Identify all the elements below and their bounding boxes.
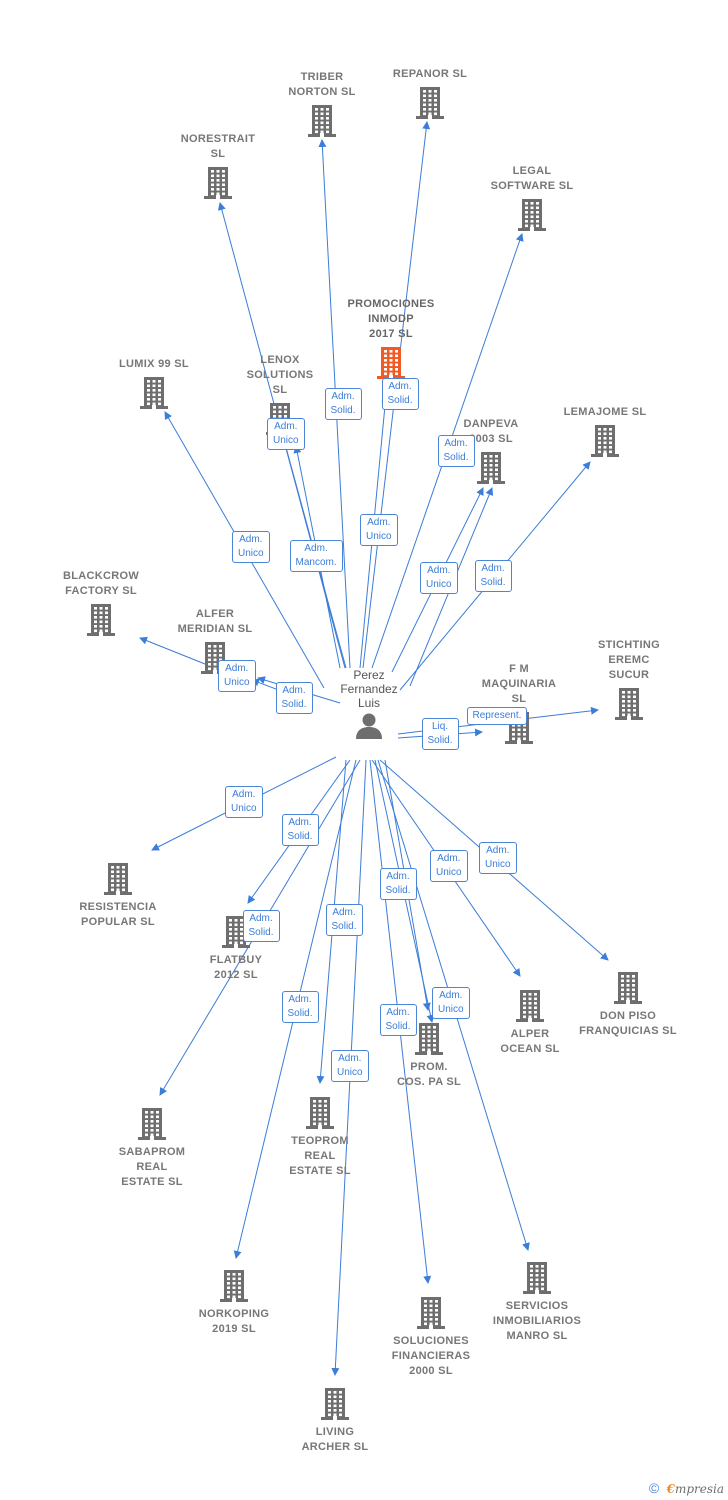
brand-logo: €mpresia [666, 1482, 724, 1496]
person-node[interactable]: Perez Fernandez Luis [324, 668, 414, 745]
building-icon [615, 686, 643, 725]
company-node-legal[interactable]: LEGAL SOFTWARE SL [477, 164, 587, 236]
role-label[interactable]: Adm. Solid. [381, 378, 419, 410]
company-label: TRIBER NORTON SL [288, 71, 356, 98]
company-node-servicios[interactable]: SERVICIOS INMOBILIARIOS MANRO SL [482, 1258, 592, 1344]
building-icon [591, 423, 619, 462]
building-icon [417, 1295, 445, 1334]
company-label: NORKOPING 2019 SL [198, 1308, 270, 1335]
building-icon [523, 1260, 551, 1299]
role-label[interactable]: Adm. Mancom. [289, 540, 343, 572]
company-label: RESISTENCIA POPULAR SL [79, 901, 157, 928]
company-label: LEMAJOME SL [563, 406, 647, 418]
building-icon [138, 1106, 166, 1145]
role-label[interactable]: Adm. Solid. [281, 991, 319, 1023]
company-node-fm[interactable]: F M MAQUINARIA SL [464, 662, 574, 749]
role-label[interactable]: Adm. Unico [331, 1050, 369, 1082]
role-label[interactable]: Adm. Unico [420, 562, 458, 594]
role-label[interactable]: Adm. Solid. [325, 904, 363, 936]
building-icon [516, 988, 544, 1027]
building-icon [416, 85, 444, 124]
building-icon [415, 1021, 443, 1060]
role-label[interactable]: Represent. [466, 707, 528, 725]
footer-brand[interactable]: © €mpresia [649, 1480, 724, 1496]
company-label: SERVICIOS INMOBILIARIOS MANRO SL [492, 1300, 582, 1342]
company-label: LIVING ARCHER SL [301, 1426, 369, 1453]
company-label: LENOX SOLUTIONS SL [246, 354, 314, 396]
company-node-danpeva[interactable]: DANPEVA 2003 SL [436, 417, 546, 489]
company-label: LEGAL SOFTWARE SL [490, 165, 574, 192]
company-label: LUMIX 99 SL [119, 358, 189, 370]
company-label: F M MAQUINARIA SL [481, 663, 557, 705]
role-label[interactable]: Adm. Unico [360, 514, 398, 546]
role-label[interactable]: Adm. Solid. [437, 435, 475, 467]
company-node-repanor[interactable]: REPANOR SL [375, 67, 485, 124]
role-label[interactable]: Liq. Solid. [421, 718, 459, 750]
company-node-blackcrow[interactable]: BLACKCROW FACTORY SL [46, 569, 156, 641]
company-label: FLATBUY 2012 SL [209, 954, 263, 981]
role-label[interactable]: Adm. Unico [267, 418, 305, 450]
company-node-norkoping[interactable]: NORKOPING 2019 SL [179, 1266, 289, 1337]
role-label[interactable]: Adm. Solid. [281, 814, 319, 846]
role-label[interactable]: Adm. Unico [225, 786, 263, 818]
company-label: BLACKCROW FACTORY SL [62, 570, 140, 597]
role-label[interactable]: Adm. Unico [479, 842, 517, 874]
building-icon [104, 861, 132, 900]
company-node-triber[interactable]: TRIBER NORTON SL [267, 70, 377, 142]
building-icon [518, 197, 546, 236]
building-icon [321, 1386, 349, 1425]
company-label: DANPEVA 2003 SL [463, 418, 519, 445]
building-icon [614, 970, 642, 1009]
company-label: ALFER MERIDIAN SL [177, 608, 253, 635]
company-node-sabaprom[interactable]: SABAPROM REAL ESTATE SL [97, 1104, 207, 1190]
building-icon [140, 375, 168, 414]
copyright-icon: © [648, 1480, 660, 1496]
company-node-lemajome[interactable]: LEMAJOME SL [550, 405, 660, 462]
company-label: SABAPROM REAL ESTATE SL [118, 1146, 186, 1188]
company-node-lumix[interactable]: LUMIX 99 SL [99, 357, 209, 414]
company-label: DON PISO FRANQUICIAS SL [579, 1010, 677, 1037]
person-name: Perez Fernandez Luis [340, 668, 398, 710]
company-node-promociones[interactable]: PROMOCIONES INMODP 2017 SL [336, 297, 446, 384]
role-label[interactable]: Adm. Unico [218, 660, 256, 692]
building-icon [222, 914, 250, 953]
role-label[interactable]: Adm. Solid. [379, 868, 417, 900]
role-label[interactable]: Adm. Solid. [324, 388, 362, 420]
company-node-donpiso[interactable]: DON PISO FRANQUICIAS SL [573, 968, 683, 1039]
building-icon [220, 1268, 248, 1307]
company-label: NORESTRAIT SL [180, 133, 256, 160]
role-label[interactable]: Adm. Unico [232, 531, 270, 563]
company-node-prom[interactable]: PROM. COS. PA SL [374, 1019, 484, 1090]
role-label[interactable]: Adm. Solid. [275, 682, 313, 714]
company-label: TEOPROM REAL ESTATE SL [289, 1135, 351, 1177]
building-icon [204, 165, 232, 204]
person-icon [356, 713, 382, 739]
role-label[interactable]: Adm. Solid. [242, 910, 280, 942]
company-label: REPANOR SL [392, 68, 468, 80]
building-icon [377, 345, 405, 384]
company-node-soluciones[interactable]: SOLUCIONES FINANCIERAS 2000 SL [376, 1293, 486, 1379]
company-node-norestrait[interactable]: NORESTRAIT SL [163, 132, 273, 204]
building-icon [308, 103, 336, 142]
company-label: PROM. COS. PA SL [396, 1061, 462, 1088]
role-label[interactable]: Adm. Unico [430, 850, 468, 882]
company-node-alper[interactable]: ALPER OCEAN SL [475, 986, 585, 1057]
role-label[interactable]: Adm. Solid. [379, 1004, 417, 1036]
building-icon [477, 450, 505, 489]
company-node-living[interactable]: LIVING ARCHER SL [280, 1384, 390, 1455]
building-icon [87, 602, 115, 641]
role-label[interactable]: Adm. Unico [432, 987, 470, 1019]
role-label[interactable]: Adm. Solid. [474, 560, 512, 592]
company-node-resistencia[interactable]: RESISTENCIA POPULAR SL [63, 859, 173, 930]
company-node-flatbuy[interactable]: FLATBUY 2012 SL [181, 912, 291, 983]
company-node-stichting[interactable]: STICHTING EREMC SUCUR [574, 638, 684, 725]
company-label: PROMOCIONES INMODP 2017 SL [347, 298, 435, 340]
company-node-teoprom[interactable]: TEOPROM REAL ESTATE SL [265, 1093, 375, 1179]
company-label: ALPER OCEAN SL [500, 1028, 560, 1055]
building-icon [306, 1095, 334, 1134]
company-label: SOLUCIONES FINANCIERAS 2000 SL [391, 1335, 471, 1377]
company-label: STICHTING EREMC SUCUR [598, 639, 660, 681]
